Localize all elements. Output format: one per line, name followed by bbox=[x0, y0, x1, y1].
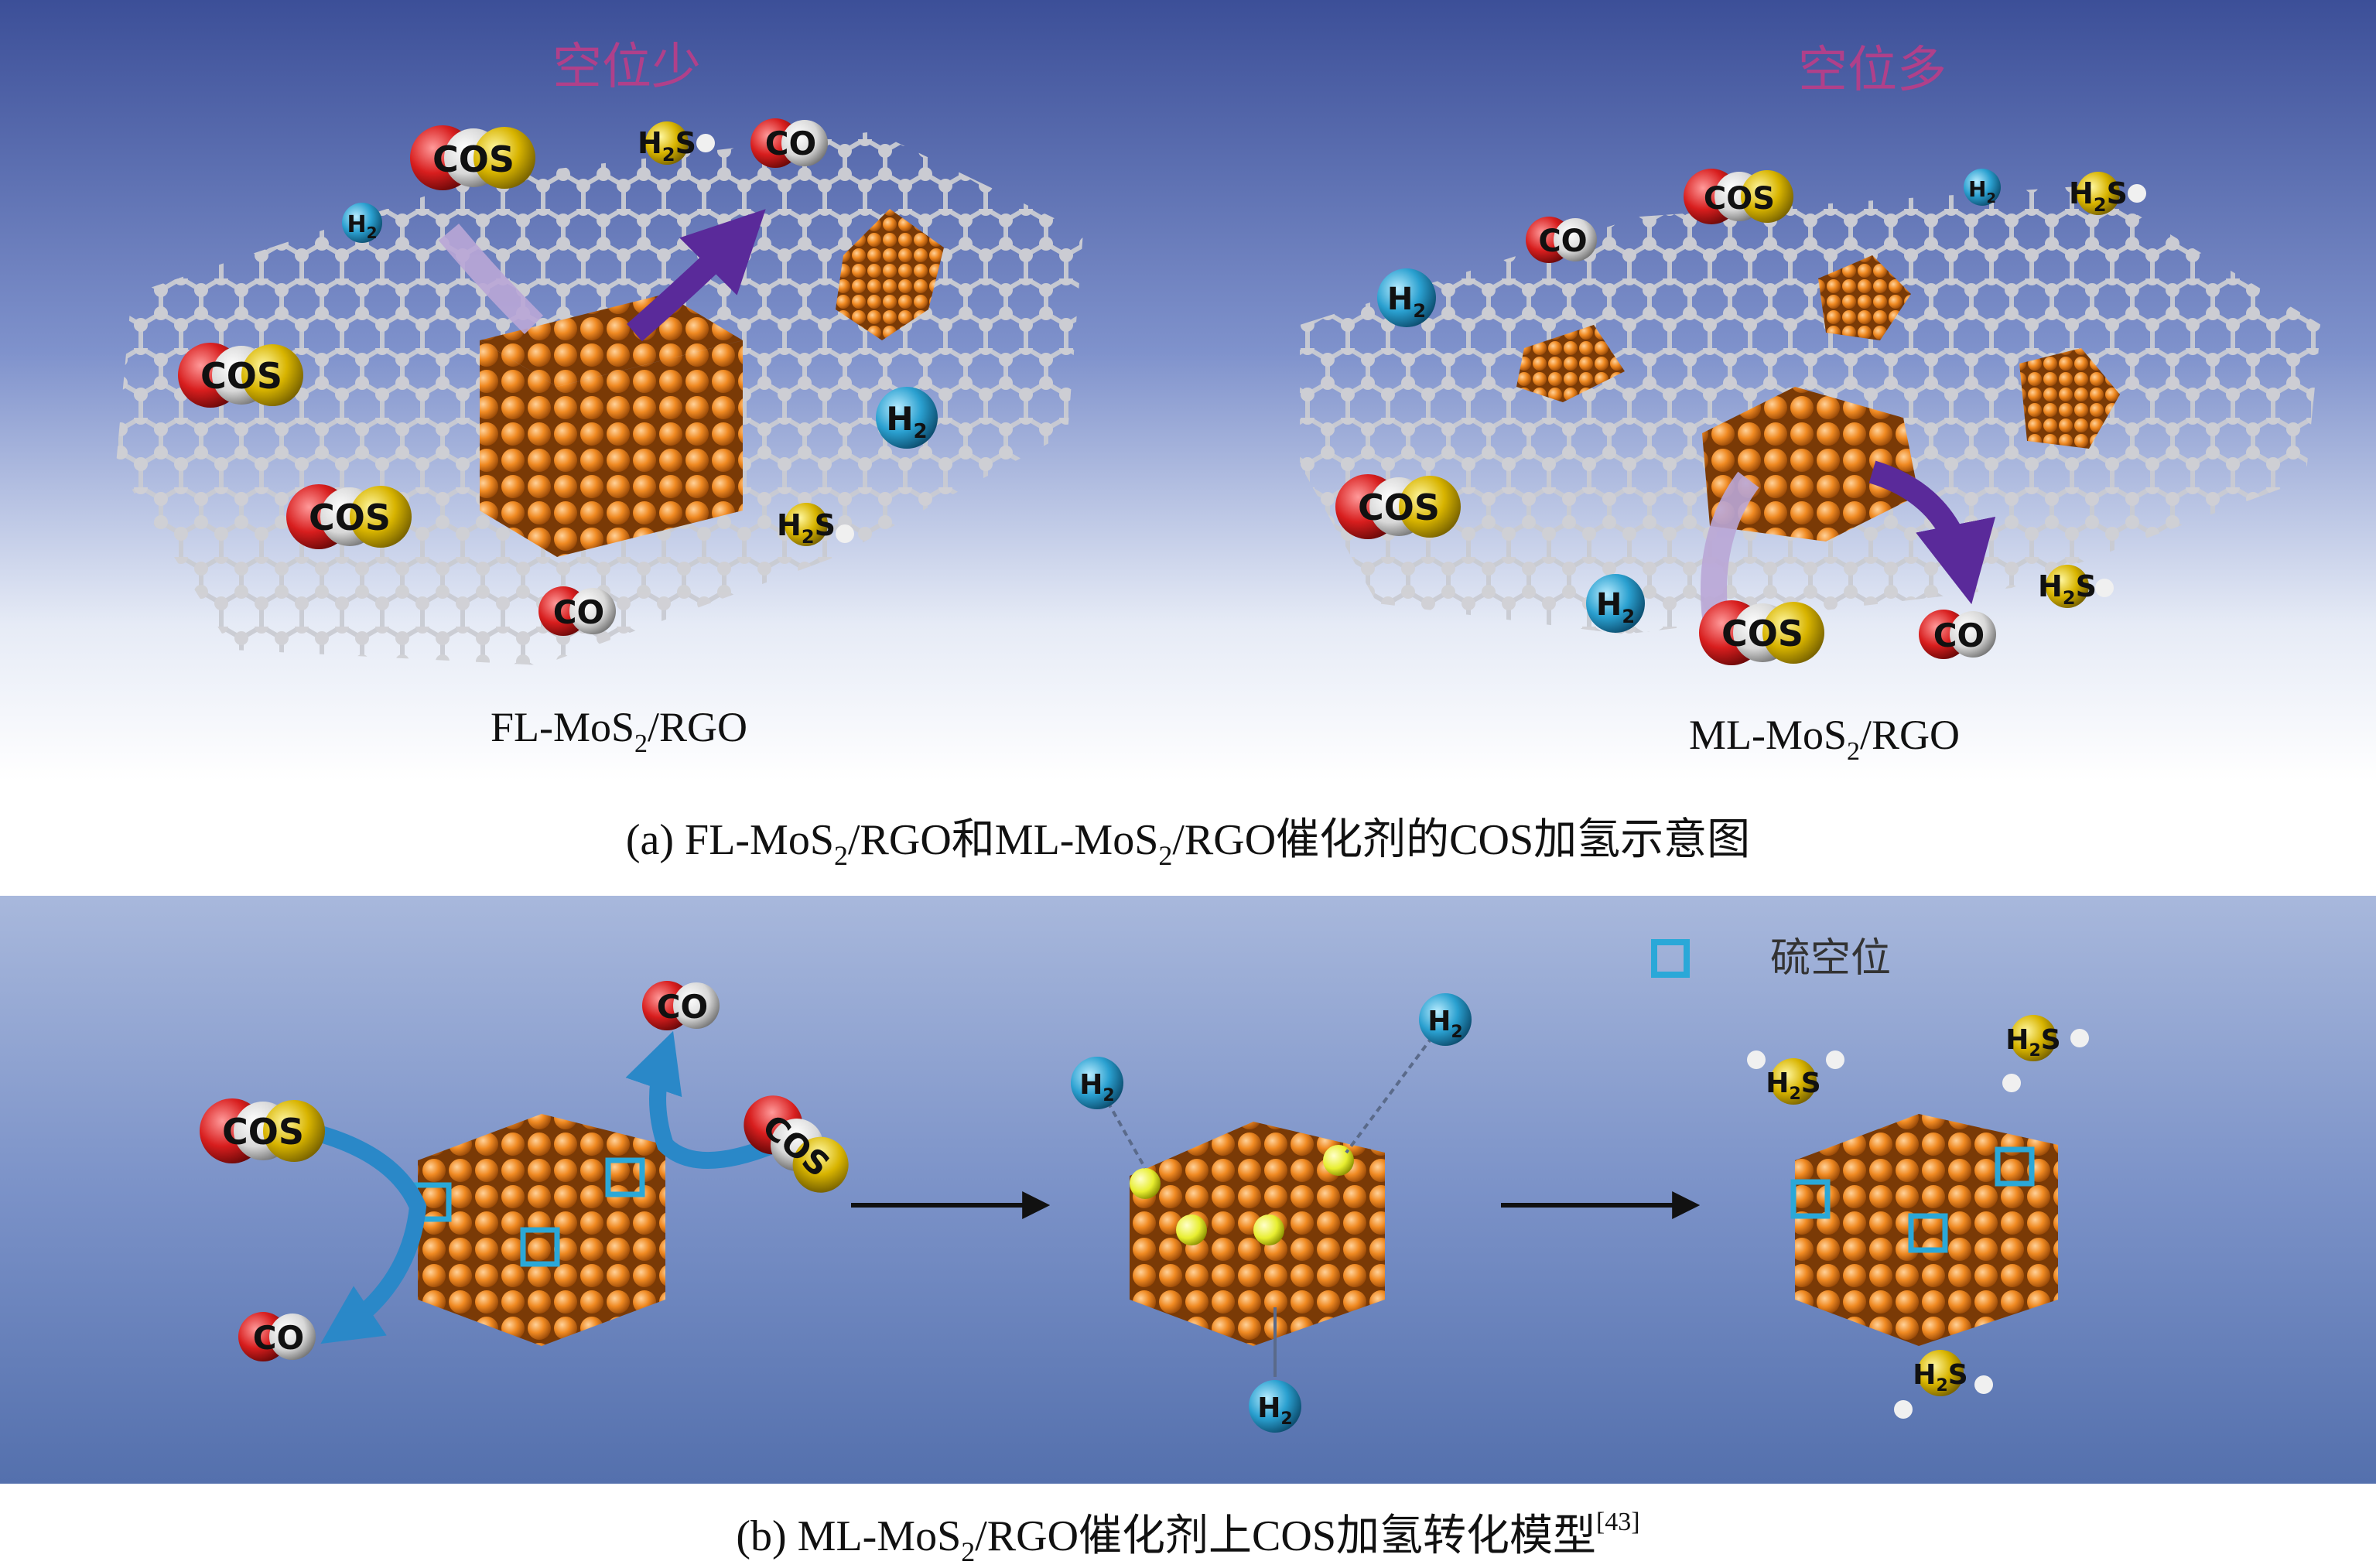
sulfur-vacancy-legend-label: 硫空位 bbox=[1770, 935, 1891, 982]
panel-a-left-heading: 空位少 bbox=[552, 39, 701, 96]
mos2-cluster-step1 bbox=[415, 1114, 665, 1346]
cos-molecule: COS bbox=[1335, 474, 1461, 539]
co-molecule: CO bbox=[750, 118, 828, 168]
mos2-cluster-step3 bbox=[1793, 1114, 2058, 1346]
h2-molecule: H2 bbox=[1071, 1057, 1123, 1109]
svg-text:CO: CO bbox=[765, 125, 817, 162]
svg-text:CO: CO bbox=[1933, 617, 1985, 654]
h2-molecule: H2 bbox=[342, 203, 382, 243]
svg-text:CO: CO bbox=[553, 593, 605, 631]
panel-b-caption: (b) ML-MoS2/RGO催化剂上COS加氢转化模型[43] bbox=[0, 1501, 2376, 1568]
svg-text:COS: COS bbox=[432, 138, 515, 180]
h2-molecule: H2 bbox=[1964, 169, 2001, 207]
h2-molecule: H2 bbox=[1377, 268, 1436, 327]
h2-molecule: H2 bbox=[1249, 1380, 1301, 1433]
ml-mos2-rgo-label: ML-MoS2/RGO bbox=[1689, 712, 1960, 766]
svg-text:CO: CO bbox=[1538, 224, 1587, 259]
co-molecule: CO bbox=[238, 1312, 316, 1361]
panel-a-right-heading: 空位多 bbox=[1798, 42, 1947, 99]
cos-molecule: COS bbox=[1699, 600, 1824, 665]
panel-a-caption: (a) FL-MoS2/RGO和ML-MoS2/RGO催化剂的COS加氢示意图 bbox=[0, 804, 2376, 872]
cos-molecule: COS bbox=[200, 1098, 325, 1163]
legend: 硫空位 bbox=[1654, 935, 1891, 982]
svg-text:CO: CO bbox=[657, 988, 709, 1026]
fl-mos2-cluster bbox=[480, 294, 743, 557]
svg-text:COS: COS bbox=[309, 497, 391, 538]
cos-molecule: COS bbox=[410, 125, 535, 190]
co-molecule: CO bbox=[1919, 610, 1996, 659]
co-molecule: CO bbox=[1526, 217, 1597, 263]
svg-text:COS: COS bbox=[200, 355, 282, 397]
h2-molecule: H2 bbox=[1586, 574, 1645, 633]
fl-mos2-rgo-label: FL-MoS2/RGO bbox=[491, 704, 747, 758]
co-molecule: CO bbox=[538, 586, 616, 636]
h2-molecule: H2 bbox=[1419, 993, 1472, 1046]
co-molecule: CO bbox=[642, 981, 720, 1030]
cos-molecule: COS bbox=[178, 343, 303, 408]
svg-text:COS: COS bbox=[1704, 181, 1775, 217]
cos-molecule: COS bbox=[1684, 169, 1793, 224]
svg-text:COS: COS bbox=[1358, 487, 1440, 528]
cos-molecule: COS bbox=[286, 484, 412, 549]
svg-text:COS: COS bbox=[1721, 613, 1803, 654]
svg-text:COS: COS bbox=[222, 1111, 304, 1153]
svg-text:CO: CO bbox=[253, 1319, 305, 1357]
h2-molecule: H2 bbox=[876, 387, 938, 449]
